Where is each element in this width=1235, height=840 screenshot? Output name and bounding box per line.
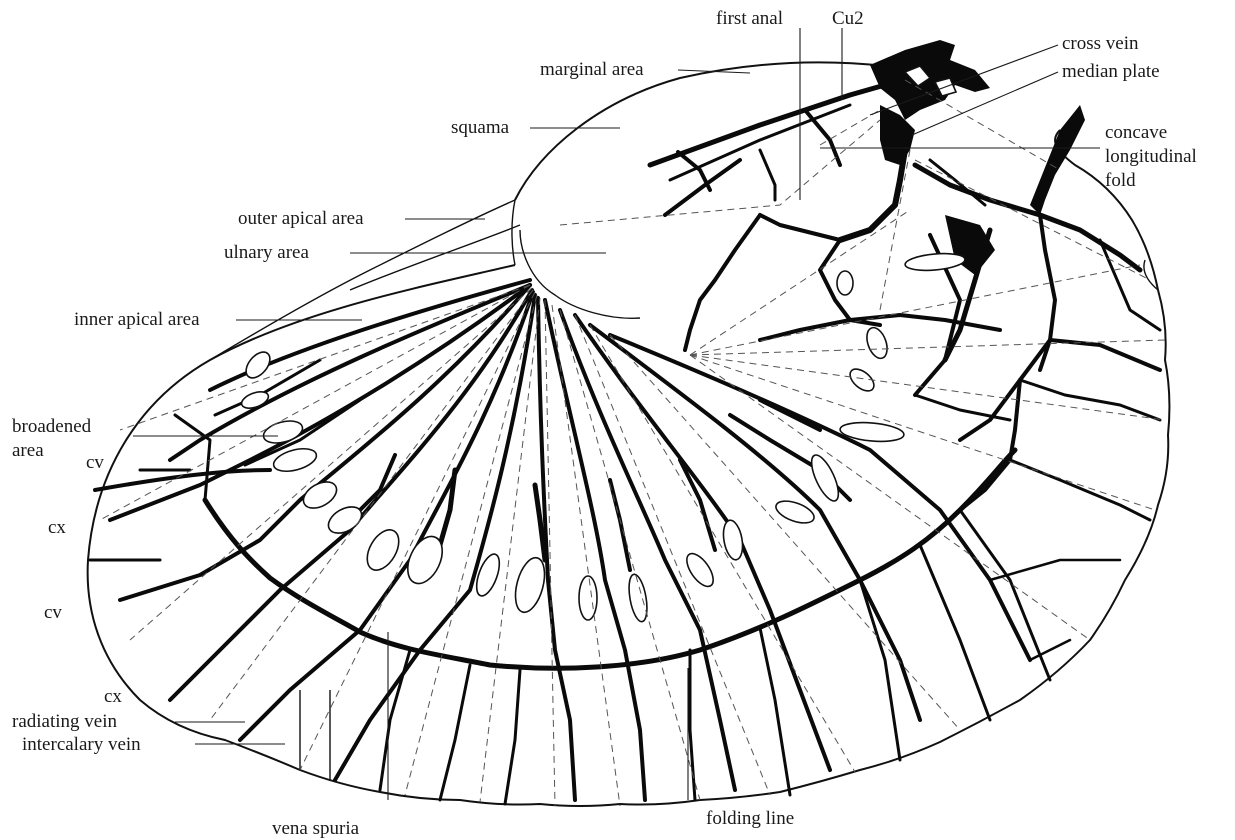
label-first-anal: first anal: [716, 8, 783, 29]
label-outer-apical-area: outer apical area: [238, 208, 364, 229]
label-concave-line3: fold: [1105, 170, 1136, 191]
label-cv-lower: cv: [44, 602, 62, 623]
label-squama: squama: [451, 117, 510, 138]
label-ulnary-area: ulnary area: [224, 242, 309, 263]
label-broadened-line1: broadened: [12, 416, 92, 437]
wing-drawing: [88, 40, 1170, 806]
label-cv-upper: cv: [86, 452, 104, 473]
radiating-veins: [110, 280, 1030, 800]
label-cx-lower: cx: [104, 686, 122, 707]
label-inner-apical-area: inner apical area: [74, 309, 200, 330]
label-median-plate: median plate: [1062, 61, 1160, 82]
label-intercalary-vein: intercalary vein: [22, 734, 141, 755]
label-cu2: Cu2: [832, 8, 864, 29]
label-cx-upper: cx: [48, 517, 66, 538]
leader-lines: [133, 28, 1100, 800]
label-vena-spuria: vena spuria: [272, 818, 360, 839]
label-broadened-line2: area: [12, 440, 44, 461]
label-marginal-area: marginal area: [540, 59, 644, 80]
label-folding-line: folding line: [706, 808, 794, 829]
label-concave-line2: longitudinal: [1105, 146, 1197, 167]
wing-outline: [88, 130, 1170, 806]
label-cross-vein: cross vein: [1062, 33, 1139, 54]
label-radiating-vein: radiating vein: [12, 711, 117, 732]
label-concave-line1: concave: [1105, 122, 1167, 143]
